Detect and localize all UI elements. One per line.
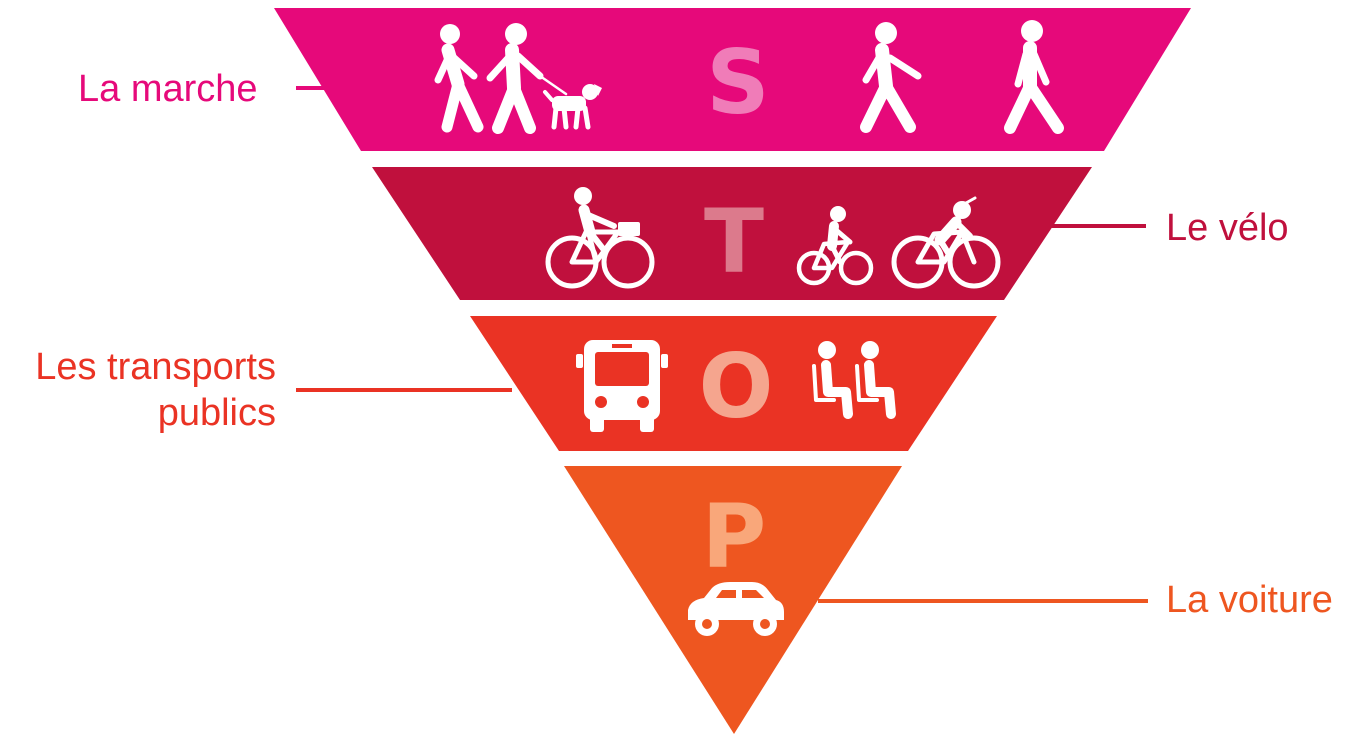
tier-walk: La marche S: [78, 8, 1191, 151]
bike-label: Le vélo: [1166, 207, 1289, 249]
bus-icon: [576, 340, 668, 432]
bike-letter: T: [704, 190, 764, 293]
dog-icon: [538, 74, 602, 130]
transit-letter: O: [699, 335, 774, 438]
walking-couple-icon: [434, 23, 544, 134]
walk-label: La marche: [78, 68, 258, 110]
tier-transit: Les transports publics O: [35, 316, 997, 451]
car-letter: P: [702, 485, 767, 588]
walking-person-icon: [860, 22, 922, 133]
car-icon: [688, 582, 784, 636]
transit-label-line2: publics: [158, 392, 276, 434]
tier-bike: Le vélo T: [372, 167, 1289, 300]
transit-label-line1: Les transports: [35, 346, 276, 388]
tier-car: La voiture P: [564, 466, 1333, 734]
child-on-bike-icon: [796, 206, 874, 286]
walk-letter: S: [706, 31, 769, 134]
pedestrian-icon: [1004, 20, 1064, 134]
car-label: La voiture: [1166, 579, 1333, 621]
female-cyclist-icon: [891, 196, 1001, 289]
cyclist-with-basket-icon: [545, 187, 655, 289]
seated-passengers-icon: [812, 341, 896, 419]
tier-bike-band: [372, 167, 1092, 300]
